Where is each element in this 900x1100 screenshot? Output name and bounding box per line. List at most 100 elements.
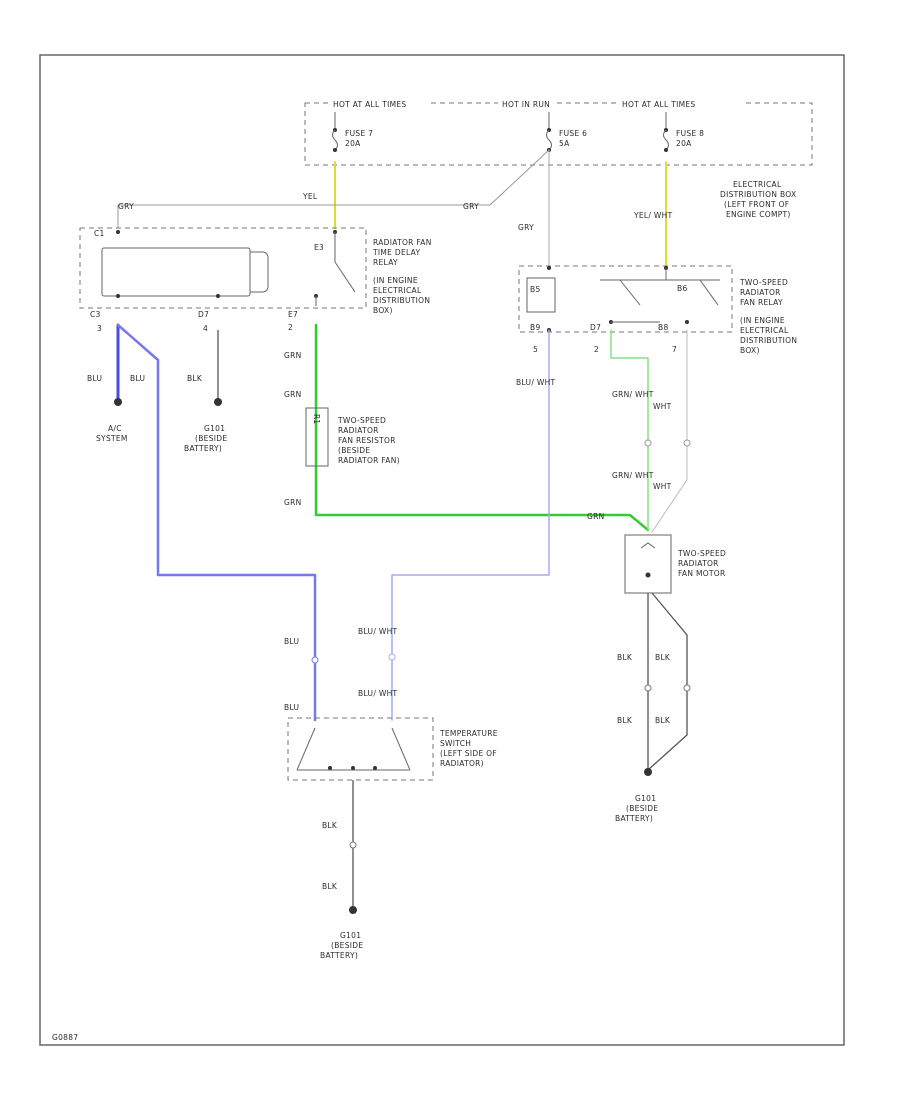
inline-connector-6 — [388, 653, 396, 661]
svg-text:RADIATOR FAN: RADIATOR FAN — [373, 238, 432, 247]
electrical-distribution-box-label: ELECTRICAL DISTRIBUTION BOX (LEFT FRONT … — [720, 180, 796, 219]
wire-label-wht-2: WHT — [653, 482, 672, 491]
relay-pin-e3: E3 — [314, 243, 324, 252]
two-speed-fan-motor-label: TWO-SPEED RADIATOR FAN MOTOR — [677, 549, 726, 578]
svg-text:FAN RESISTOR: FAN RESISTOR — [338, 436, 396, 445]
wire-label-gry-3: GRY — [518, 223, 534, 232]
svg-text:TWO-SPEED: TWO-SPEED — [739, 278, 788, 287]
svg-text:G101: G101 — [635, 794, 656, 803]
svg-text:DISTRIBUTION: DISTRIBUTION — [373, 296, 430, 305]
svg-text:BATTERY): BATTERY) — [615, 814, 653, 823]
hot-in-run-label: HOT IN RUN — [502, 100, 550, 109]
svg-text:RADIATOR): RADIATOR) — [440, 759, 484, 768]
fuse-7: FUSE 7 20A — [332, 112, 373, 152]
ground-g101-1 — [214, 398, 222, 406]
svg-text:FAN MOTOR: FAN MOTOR — [678, 569, 726, 578]
relay-pin-4: 4 — [203, 324, 208, 333]
wire-label-yel: YEL — [302, 192, 318, 201]
fan-relay-pin-b6: B6 — [677, 284, 688, 293]
wire-label-grn-2: GRN — [284, 390, 302, 399]
svg-text:(BESIDE: (BESIDE — [626, 804, 658, 813]
svg-text:ELECTRICAL: ELECTRICAL — [740, 326, 789, 335]
diagram-frame — [39, 54, 845, 1046]
time-delay-relay-label: RADIATOR FAN TIME DELAY RELAY (IN ENGINE… — [372, 238, 432, 315]
svg-text:(BESIDE: (BESIDE — [331, 941, 363, 950]
wire-label-grn-3: GRN — [284, 498, 302, 507]
wire-grn-wht-relay — [610, 329, 649, 531]
wire-label-blu-1: BLU — [87, 374, 102, 383]
wire-label-grn-1: GRN — [284, 351, 302, 360]
inline-connector-1 — [644, 439, 652, 447]
svg-text:TWO-SPEED: TWO-SPEED — [677, 549, 726, 558]
svg-text:G101: G101 — [340, 931, 361, 940]
fan-relay-pin-b8: B8 — [658, 323, 669, 332]
wire-label-blk-2: BLK — [617, 653, 633, 662]
inline-connector-3 — [644, 684, 652, 692]
svg-text:RADIATOR FAN): RADIATOR FAN) — [338, 456, 400, 465]
fuse-7-name: FUSE 7 — [345, 129, 373, 138]
ground-g101-2 — [644, 768, 652, 776]
two-speed-fan-relay: B5 B6 D7 B8 B9 5 2 7 — [518, 265, 733, 354]
wire-gry-top — [117, 149, 550, 229]
wire-label-blu-wht-3: BLU/ WHT — [358, 689, 398, 698]
fuse-6-name: FUSE 6 — [559, 129, 587, 138]
svg-text:(IN ENGINE: (IN ENGINE — [740, 316, 785, 325]
wire-label-blk-3: BLK — [655, 653, 671, 662]
svg-text:BOX): BOX) — [373, 306, 393, 315]
svg-text:RADIATOR: RADIATOR — [678, 559, 719, 568]
temperature-switch — [287, 717, 434, 781]
wire-label-blu-3: BLU — [284, 637, 299, 646]
wire-blu-wht-relay — [391, 329, 550, 721]
svg-text:RELAY: RELAY — [373, 258, 398, 267]
fan-relay-pin-d7: D7 — [590, 323, 601, 332]
svg-text:DISTRIBUTION: DISTRIBUTION — [740, 336, 797, 345]
svg-text:BATTERY): BATTERY) — [320, 951, 358, 960]
ground-g101-3-label: G101 (BESIDE BATTERY) — [320, 931, 363, 960]
relay-pin-c1: C1 — [94, 229, 105, 238]
inline-connector-4 — [683, 684, 691, 692]
wire-label-blk-5: BLK — [655, 716, 671, 725]
svg-text:RADIATOR: RADIATOR — [338, 426, 379, 435]
fan-relay-pin-2: 2 — [594, 345, 599, 354]
svg-text:ELECTRICAL: ELECTRICAL — [373, 286, 422, 295]
wire-label-blk-1: BLK — [187, 374, 203, 383]
wire-label-blk-4: BLK — [617, 716, 633, 725]
wire-label-gry-1: GRY — [118, 202, 134, 211]
two-speed-fan-relay-label: TWO-SPEED RADIATOR FAN RELAY (IN ENGINE … — [739, 278, 797, 355]
fuse-8: FUSE 8 20A — [663, 112, 704, 152]
svg-text:(BESIDE: (BESIDE — [338, 446, 370, 455]
hot-at-all-times-label-2: HOT AT ALL TIMES — [622, 100, 695, 109]
wire-label-grn-wht-2: GRN/ WHT — [612, 471, 654, 480]
wire-label-grn-wht-1: GRN/ WHT — [612, 390, 654, 399]
two-speed-resistor-label: TWO-SPEED RADIATOR FAN RESISTOR (BESIDE … — [337, 416, 400, 465]
wire-label-gry-2: GRY — [463, 202, 479, 211]
two-speed-fan-motor — [624, 534, 672, 594]
ac-system-label: A/C SYSTEM — [96, 424, 127, 443]
fan-relay-pin-7: 7 — [672, 345, 677, 354]
svg-text:(BESIDE: (BESIDE — [195, 434, 227, 443]
ground-g101-2-label: G101 (BESIDE BATTERY) — [615, 794, 658, 823]
svg-text:A/C: A/C — [108, 424, 122, 433]
svg-text:BATTERY): BATTERY) — [184, 444, 222, 453]
svg-text:R1: R1 — [312, 414, 321, 424]
wire-label-blu-2: BLU — [130, 374, 145, 383]
wire-label-grn-4: GRN — [587, 512, 605, 521]
relay-pin-3: 3 — [97, 324, 102, 333]
inline-connector-5 — [311, 656, 319, 664]
relay-pin-2: 2 — [288, 323, 293, 332]
fuse-8-rating: 20A — [676, 139, 692, 148]
svg-text:(LEFT FRONT OF: (LEFT FRONT OF — [724, 200, 789, 209]
inline-connector-2 — [683, 439, 691, 447]
connector-ac-system — [114, 398, 122, 406]
svg-text:SWITCH: SWITCH — [440, 739, 471, 748]
figure-code: G0887 — [52, 1033, 78, 1042]
fan-relay-pin-b9: B9 — [530, 323, 541, 332]
svg-text:ELECTRICAL: ELECTRICAL — [733, 180, 782, 189]
hot-at-all-times-label-1: HOT AT ALL TIMES — [333, 100, 406, 109]
wire-label-blu-wht-2: BLU/ WHT — [358, 627, 398, 636]
svg-text:(IN ENGINE: (IN ENGINE — [373, 276, 418, 285]
two-speed-resistor: R1 — [305, 407, 329, 467]
inline-connector-7 — [349, 841, 357, 849]
svg-text:(LEFT SIDE OF: (LEFT SIDE OF — [440, 749, 497, 758]
